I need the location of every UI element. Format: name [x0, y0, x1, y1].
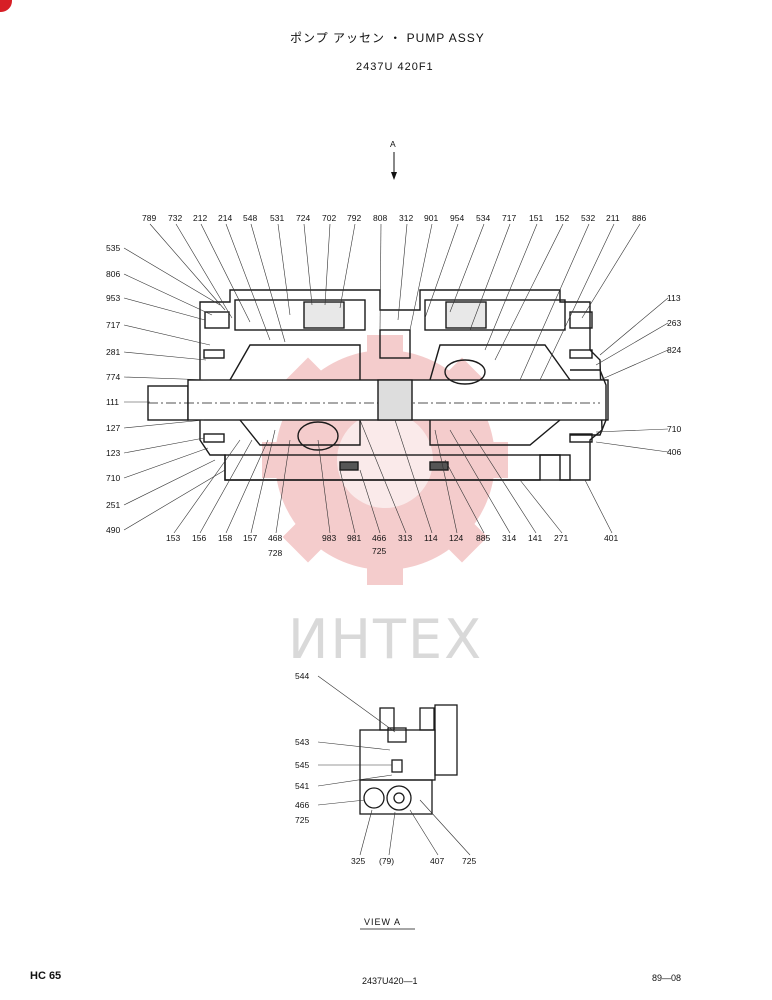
part-label: 983 [322, 533, 337, 543]
part-label: 710 [667, 424, 682, 434]
part-label: 732 [168, 213, 183, 223]
footer-reference: 2437U420—1 [362, 976, 418, 986]
part-label: 401 [604, 533, 619, 543]
part-label: 212 [193, 213, 208, 223]
part-label: 531 [270, 213, 285, 223]
part-label: 406 [667, 447, 682, 457]
part-label: 725 [295, 815, 310, 825]
part-label: 710 [106, 473, 121, 483]
part-label: 271 [554, 533, 569, 543]
part-label: 113 [667, 293, 681, 303]
part-label: 792 [347, 213, 362, 223]
part-label: 407 [430, 856, 445, 866]
part-label: 543 [295, 737, 310, 747]
footer-model: HC 65 [30, 970, 62, 982]
part-label: 953 [106, 293, 121, 303]
part-label: 281 [106, 347, 121, 357]
part-label: 808 [373, 213, 388, 223]
part-label: 466 [372, 533, 387, 543]
part-label: 152 [555, 213, 570, 223]
part-label: 535 [106, 243, 121, 253]
part-label: 156 [192, 533, 207, 543]
part-label: 725 [462, 856, 477, 866]
part-label: 548 [243, 213, 258, 223]
part-label: 314 [502, 533, 517, 543]
part-label: 806 [106, 269, 121, 279]
part-label: 541 [295, 781, 310, 791]
part-label: 124 [449, 533, 464, 543]
watermark-text: ИНТЕХ [288, 608, 484, 671]
part-label: 981 [347, 533, 362, 543]
part-label: 466 [295, 800, 310, 810]
leader-lines [123, 223, 669, 534]
part-label: 263 [667, 318, 682, 328]
part-label: 312 [399, 213, 414, 223]
part-label: 490 [106, 525, 121, 535]
pump-outline [147, 289, 609, 481]
part-label: 789 [142, 213, 157, 223]
part-label: 702 [322, 213, 337, 223]
part-label: 544 [295, 671, 310, 681]
part-label: 127 [106, 423, 121, 433]
part-label: 532 [581, 213, 596, 223]
part-label: (79) [379, 856, 395, 866]
drawing-number: 2437U 420F1 [356, 61, 434, 73]
part-label: 123 [106, 448, 121, 458]
part-label: 111 [106, 397, 119, 407]
part-label: 534 [476, 213, 491, 223]
part-label: 325 [351, 856, 366, 866]
part-label: 141 [528, 533, 543, 543]
part-label: 157 [243, 533, 258, 543]
part-label: 545 [295, 760, 310, 770]
part-label: 153 [166, 533, 181, 543]
part-label: 717 [502, 213, 517, 223]
part-label: 114 [424, 533, 438, 543]
part-label: 724 [296, 213, 311, 223]
part-label: 885 [476, 533, 491, 543]
part-label: 774 [106, 372, 121, 382]
view-a-drawing [359, 704, 458, 815]
page-title: ポンプ アッセン ・ PUMP ASSY [290, 31, 485, 45]
part-label: 728 [268, 548, 283, 558]
part-label: 886 [632, 213, 647, 223]
part-label: 954 [450, 213, 465, 223]
part-label: 717 [106, 320, 121, 330]
footer-date: 89—08 [652, 973, 682, 983]
part-label: 211 [606, 213, 620, 223]
part-label: 901 [424, 213, 439, 223]
part-label: 824 [667, 345, 682, 355]
part-label: 158 [218, 533, 233, 543]
part-label: 151 [529, 213, 544, 223]
view-arrow-label: A [390, 139, 396, 149]
part-label: 251 [106, 500, 121, 510]
part-label: 468 [268, 533, 283, 543]
part-label: 214 [218, 213, 233, 223]
part-label: 313 [398, 533, 413, 543]
part-label: 725 [372, 546, 387, 556]
view-a-caption: VIEW A [364, 917, 402, 927]
